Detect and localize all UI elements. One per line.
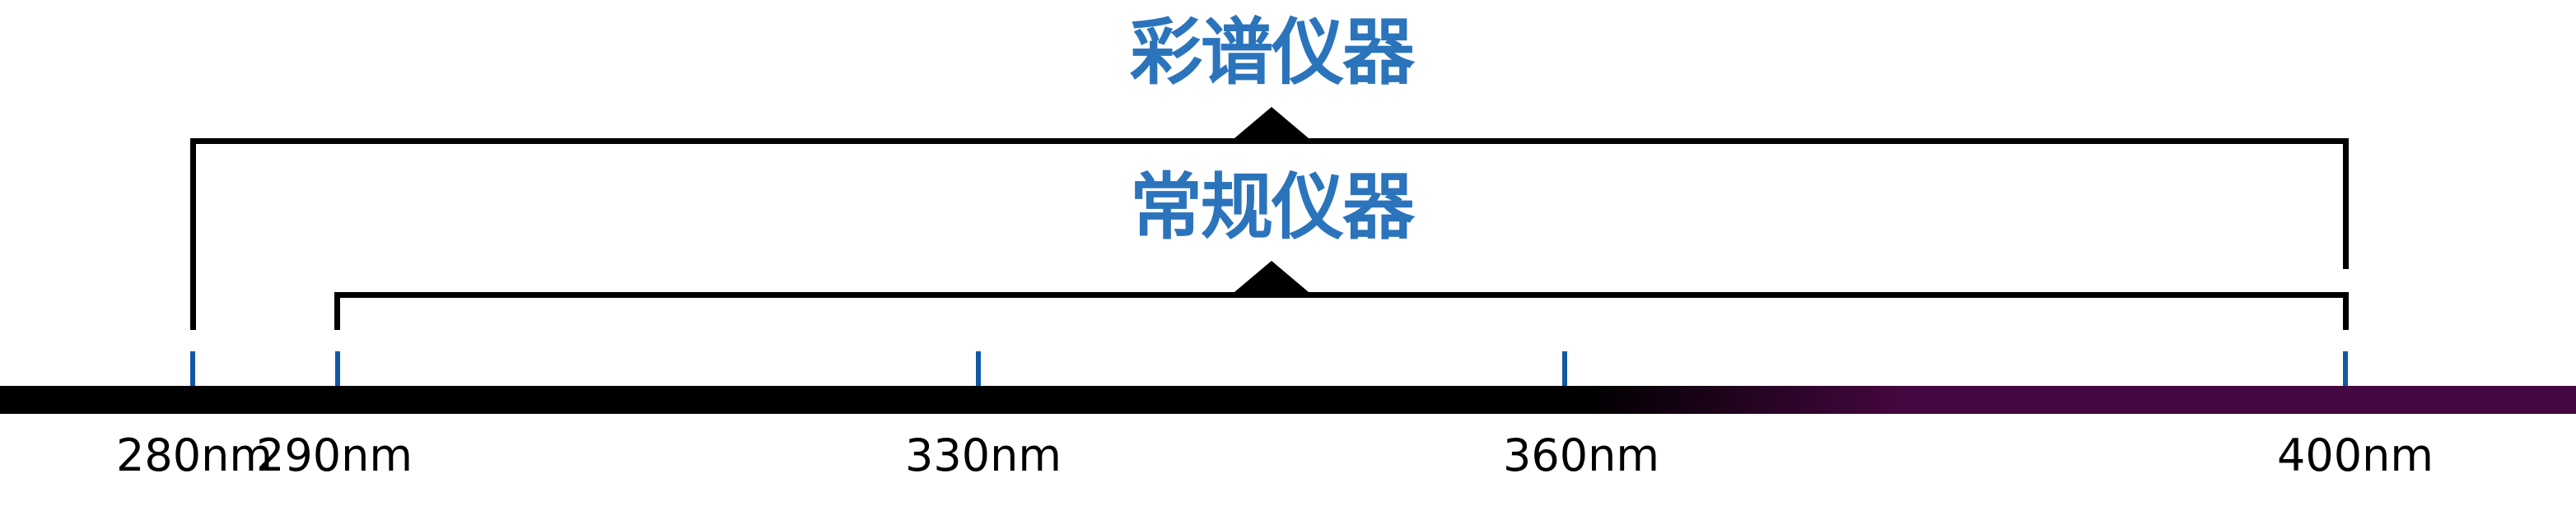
top-bracket-right-end	[2343, 138, 2349, 269]
axis-tick-label-330nm: 330nm	[905, 429, 1062, 481]
axis-tick-label-400nm: 400nm	[2277, 429, 2434, 481]
bottom-bracket-left-end	[334, 292, 340, 330]
bottom-bracket-right-end	[2343, 292, 2349, 330]
axis-tick-290nm	[335, 351, 340, 386]
top-bracket-left-end	[190, 138, 196, 330]
axis-tick-280nm	[190, 351, 195, 386]
bottom-range-label: 常规仪器	[1129, 165, 1415, 249]
top-range-label: 彩谱仪器	[1129, 10, 1415, 95]
axis-tick-label-290nm: 290nm	[256, 429, 413, 481]
top-bracket-pointer-triangle-icon	[1234, 107, 1309, 138]
axis-tick-label-280nm: 280nm	[116, 429, 273, 481]
spectrum-axis-bar	[0, 386, 2576, 414]
bottom-bracket-horizontal-line	[334, 292, 2349, 298]
axis-tick-400nm	[2343, 351, 2348, 386]
axis-tick-360nm	[1562, 351, 1567, 386]
axis-tick-label-360nm: 360nm	[1503, 429, 1659, 481]
top-bracket-horizontal-line	[190, 138, 2349, 144]
axis-tick-330nm	[976, 351, 981, 386]
bottom-bracket-pointer-triangle-icon	[1234, 261, 1309, 292]
